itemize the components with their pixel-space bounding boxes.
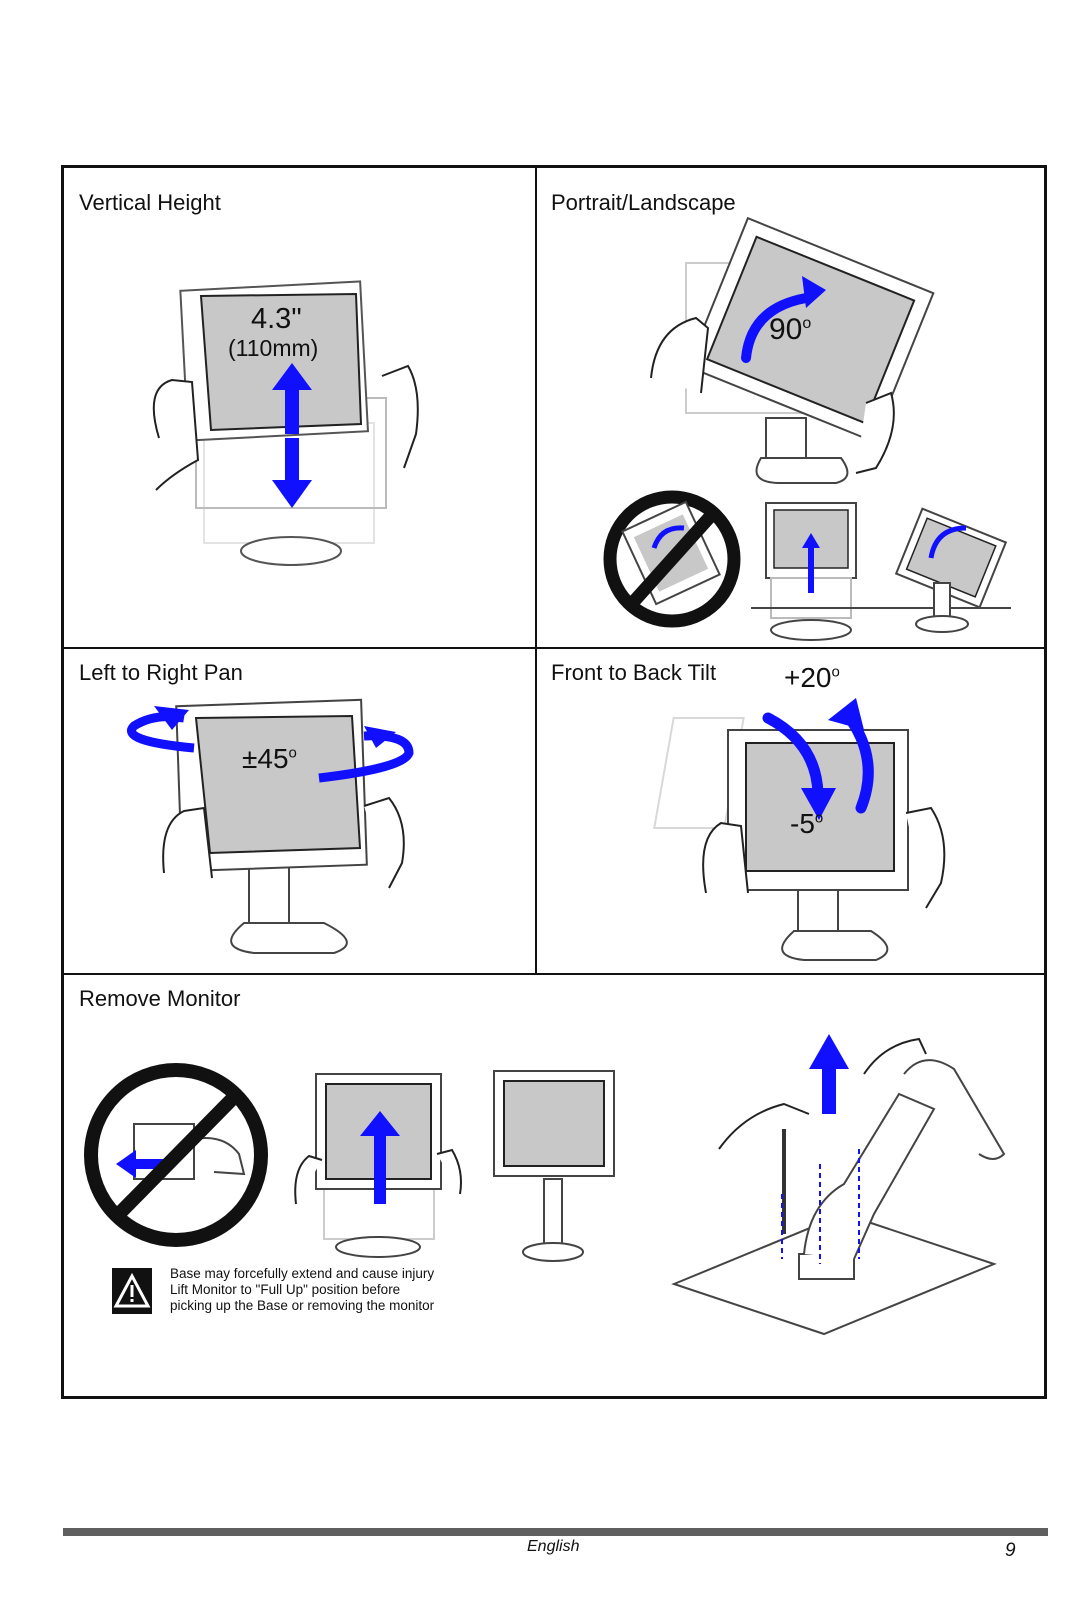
pan-title: Left to Right Pan bbox=[79, 660, 243, 685]
pan-arrow-left-head bbox=[154, 706, 189, 730]
monitor-back bbox=[903, 1059, 1006, 1160]
prohibited-removal bbox=[84, 1063, 268, 1247]
down-arrow bbox=[272, 438, 312, 508]
portrait-landscape-title: Portrait/Landscape bbox=[551, 190, 736, 215]
degree-mark: o bbox=[288, 744, 297, 762]
stand-neck bbox=[933, 582, 951, 619]
stand-base bbox=[240, 536, 342, 566]
stand-base bbox=[335, 1236, 421, 1258]
tilt-angle-down-value: -5 bbox=[790, 808, 815, 839]
page-number: 9 bbox=[1005, 1540, 1016, 1561]
stand-neck bbox=[543, 1178, 563, 1250]
stand-base bbox=[770, 619, 852, 641]
rotate-arrow bbox=[928, 525, 967, 559]
rotation-angle: 90o bbox=[769, 313, 811, 347]
tilt-angle-up: +20o bbox=[784, 662, 840, 694]
stand-base bbox=[781, 930, 889, 961]
up-arrow bbox=[360, 1111, 400, 1204]
remove-monitor-panel: Remove Monitor bbox=[64, 974, 1044, 1396]
monitor-screen bbox=[199, 292, 363, 432]
column-divider bbox=[535, 168, 537, 975]
warning-line: Base may forcefully extend and cause inj… bbox=[170, 1266, 435, 1281]
stand-base bbox=[755, 457, 849, 484]
right-hand bbox=[381, 364, 419, 469]
prohibited-slash bbox=[623, 505, 721, 613]
up-arrow bbox=[272, 363, 312, 434]
footer-bar bbox=[63, 1528, 1048, 1536]
tilt-arrow-up-head bbox=[828, 698, 864, 730]
tilt-angle-up-value: +20 bbox=[784, 662, 832, 693]
warning-line: Lift Monitor to "Full Up" position befor… bbox=[170, 1282, 401, 1297]
prohibited-slash bbox=[109, 1087, 244, 1224]
left-hand bbox=[650, 316, 710, 394]
degree-mark: o bbox=[831, 663, 840, 681]
vertical-height-panel: Vertical Height 4.3" (110mm) bbox=[64, 168, 534, 647]
hand-holding bbox=[863, 1037, 927, 1075]
footer-language: English bbox=[527, 1538, 580, 1555]
row-divider-2 bbox=[64, 973, 1044, 975]
tilt-title: Front to Back Tilt bbox=[551, 660, 717, 685]
up-arrow bbox=[809, 1034, 849, 1114]
monitor-screen bbox=[503, 1080, 605, 1167]
monitor-screen bbox=[194, 714, 362, 855]
right-hand bbox=[855, 391, 895, 474]
stand-arm bbox=[803, 1092, 936, 1260]
pan-angle-value: ±45 bbox=[242, 743, 289, 774]
full-up-position bbox=[493, 1070, 615, 1262]
degree-mark: o bbox=[802, 315, 812, 332]
pan-arrow-right-head bbox=[364, 726, 396, 748]
left-arrow bbox=[116, 1150, 164, 1178]
vertical-height-title: Vertical Height bbox=[79, 190, 221, 215]
warning-icon bbox=[112, 1268, 152, 1314]
measure-mm: (110mm) bbox=[228, 335, 319, 361]
up-arrow bbox=[802, 533, 820, 593]
pan-illustration bbox=[127, 698, 414, 954]
row-divider-1 bbox=[64, 647, 1044, 649]
left-hand bbox=[702, 821, 749, 894]
right-hand bbox=[363, 796, 405, 889]
lift-first bbox=[751, 502, 1011, 641]
tilt-arrow-down bbox=[762, 712, 824, 799]
portrait-landscape-illustration bbox=[603, 216, 1011, 641]
rotate-arrow bbox=[651, 525, 685, 549]
unscrew-base bbox=[671, 1034, 1006, 1336]
left-hand bbox=[294, 1154, 323, 1205]
vertical-height-illustration bbox=[152, 280, 419, 566]
tilt-illustration bbox=[653, 698, 946, 961]
warning-text: Base may forcefully extend and cause inj… bbox=[170, 1266, 434, 1314]
measure-inches: 4.3" bbox=[251, 303, 302, 335]
rotated-result bbox=[894, 507, 1008, 633]
remove-monitor-illustration bbox=[84, 1034, 1006, 1336]
stand-arm bbox=[193, 1137, 246, 1176]
instruction-grid: Vertical Height 4.3" (110mm) Portrait/La… bbox=[61, 165, 1047, 1399]
hand-screwdriver bbox=[718, 1102, 810, 1150]
pan-panel: Left to Right Pan ±45o bbox=[64, 648, 534, 973]
left-hand bbox=[152, 378, 200, 491]
prohibited-circle bbox=[603, 490, 741, 628]
stand-base bbox=[915, 615, 969, 633]
stand-base bbox=[230, 922, 348, 954]
prohibited-rotation bbox=[603, 490, 741, 628]
remove-monitor-title: Remove Monitor bbox=[79, 986, 241, 1011]
rotate-arrow bbox=[741, 287, 821, 363]
warning-line: picking up the Base or removing the moni… bbox=[170, 1298, 435, 1313]
right-hand bbox=[905, 806, 946, 909]
portrait-landscape-panel: Portrait/Landscape bbox=[536, 168, 1044, 647]
rotation-angle-value: 90 bbox=[769, 313, 803, 346]
lift-to-full-up bbox=[294, 1073, 462, 1258]
tilt-arrow-down-head bbox=[801, 788, 836, 820]
prohibited-circle bbox=[84, 1063, 268, 1247]
left-hand bbox=[162, 806, 213, 879]
rotate-arrow-head bbox=[802, 276, 826, 308]
stand-neck bbox=[765, 417, 807, 459]
pan-angle: ±45o bbox=[242, 743, 297, 775]
degree-mark: o bbox=[814, 809, 824, 827]
tilt-angle-down: -5o bbox=[790, 808, 823, 840]
stand-base bbox=[522, 1242, 584, 1262]
tilt-panel: Front to Back Tilt +20o -5o bbox=[536, 648, 1044, 973]
monitor-screen bbox=[705, 235, 916, 425]
right-hand bbox=[436, 1148, 462, 1195]
stand-neck bbox=[248, 862, 290, 924]
